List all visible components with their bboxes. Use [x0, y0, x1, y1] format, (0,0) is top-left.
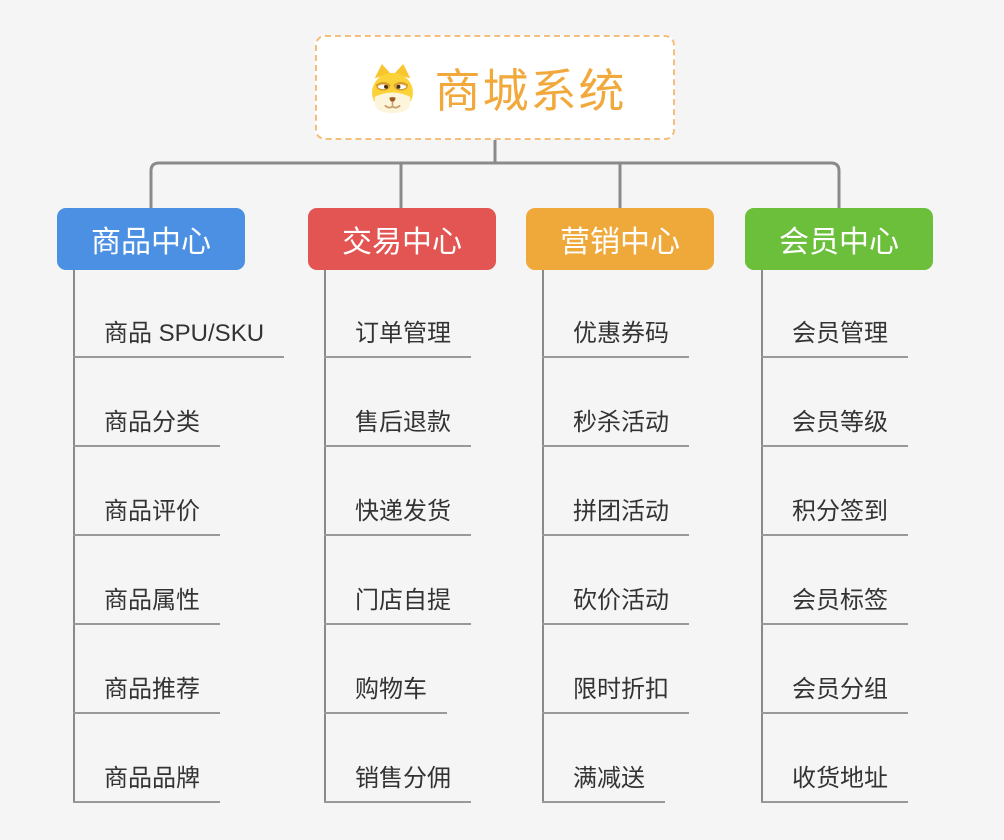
topic-item[interactable]: 商品评价	[73, 496, 220, 536]
branch-marketing-center: 营销中心 优惠券码秒杀活动拼团活动砍价活动限时折扣满减送	[526, 208, 786, 832]
root-topic[interactable]: 商城系统	[315, 35, 675, 140]
topic-item[interactable]: 积分签到	[761, 496, 908, 536]
topic-item[interactable]: 商品 SPU/SKU	[73, 318, 285, 358]
doge-icon	[371, 63, 413, 113]
branch-spine-line	[542, 270, 544, 802]
branch-header-trade-center[interactable]: 交易中心	[308, 208, 496, 270]
topic-item[interactable]: 拼团活动	[542, 496, 689, 536]
topic-item[interactable]: 订单管理	[324, 318, 471, 358]
topic-item[interactable]: 销售分佣	[324, 763, 471, 803]
branch-member-center: 会员中心 会员管理会员等级积分签到会员标签会员分组收货地址	[745, 208, 1004, 832]
topic-item[interactable]: 会员分组	[761, 674, 908, 714]
topic-item[interactable]: 砍价活动	[542, 585, 689, 625]
branch-spine-line	[761, 270, 763, 802]
topic-item[interactable]: 门店自提	[324, 585, 471, 625]
branch-header-marketing-center[interactable]: 营销中心	[526, 208, 714, 270]
branch-trade-center: 交易中心 订单管理售后退款快递发货门店自提购物车销售分佣	[308, 208, 568, 832]
topic-item[interactable]: 商品分类	[73, 407, 220, 447]
topic-item[interactable]: 优惠券码	[542, 318, 689, 358]
topic-item[interactable]: 快递发货	[324, 496, 471, 536]
topic-item[interactable]: 会员标签	[761, 585, 908, 625]
branch-rail-line	[149, 161, 841, 210]
topic-item[interactable]: 满减送	[542, 763, 665, 803]
branch-spine-line	[73, 270, 75, 802]
topic-item[interactable]: 会员管理	[761, 318, 908, 358]
topic-item[interactable]: 购物车	[324, 674, 447, 714]
topic-item[interactable]: 收货地址	[761, 763, 908, 803]
branch-product-center: 商品中心 商品 SPU/SKU 商品分类商品评价商品属性商品推荐商品品牌	[57, 208, 317, 832]
topic-item[interactable]: 秒杀活动	[542, 407, 689, 447]
branch-header-product-center[interactable]: 商品中心	[57, 208, 245, 270]
topic-item[interactable]: 商品品牌	[73, 763, 220, 803]
topic-item[interactable]: 售后退款	[324, 407, 471, 447]
topic-item[interactable]: 商品推荐	[73, 674, 220, 714]
branch-header-member-center[interactable]: 会员中心	[745, 208, 933, 270]
topic-item[interactable]: 限时折扣	[542, 674, 689, 714]
root-topic-title: 商城系统	[434, 64, 627, 117]
branch-spine-line	[324, 270, 326, 802]
topic-item[interactable]: 会员等级	[761, 407, 908, 447]
topic-item[interactable]: 商品属性	[73, 585, 220, 625]
